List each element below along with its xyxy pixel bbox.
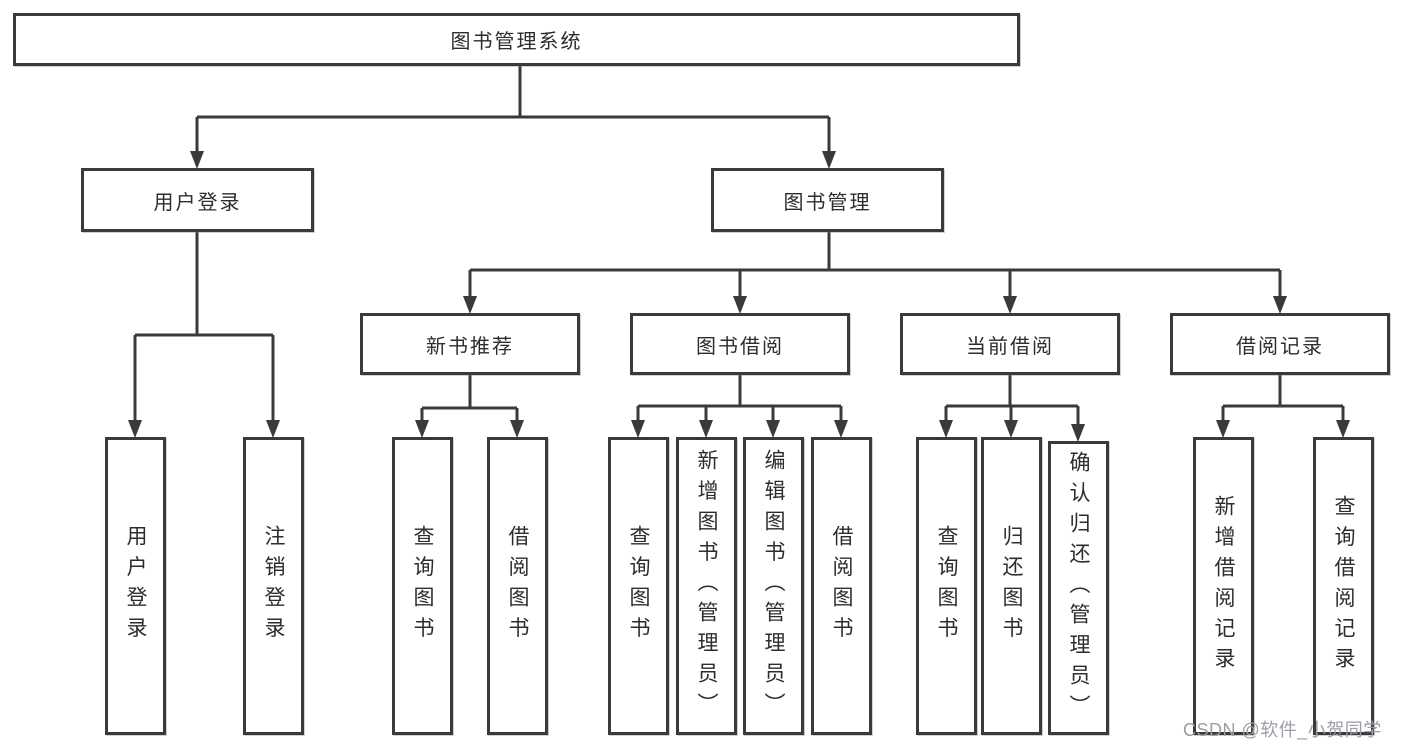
leaf-label: 归还图书 <box>1000 525 1023 647</box>
leaf-add-borrow-record: 新增借阅记录 <box>1193 437 1254 735</box>
leaf-query-borrow-record: 查询借阅记录 <box>1313 437 1374 735</box>
leaf-label: 新增图书（管理员） <box>695 448 718 724</box>
leaf-user-login: 用户登录 <box>105 437 166 735</box>
leaf-query-books: 查询图书 <box>392 437 453 735</box>
csdn-watermark: CSDN @软件_小贺同学 <box>1183 720 1382 740</box>
leaf-borrow-books: 借阅图书 <box>811 437 872 735</box>
node-label: 图书管理系统 <box>450 31 583 53</box>
node-label: 图书管理 <box>783 191 872 214</box>
leaf-label: 查询图书 <box>411 525 434 647</box>
leaf-label: 查询图书 <box>627 525 650 647</box>
leaf-label: 编辑图书（管理员） <box>762 448 785 724</box>
leaf-label: 注销登录 <box>262 525 285 647</box>
leaf-edit-books-admin: 编辑图书（管理员） <box>743 437 804 735</box>
leaf-query-books: 查询图书 <box>916 437 977 735</box>
leaf-label: 查询借阅记录 <box>1332 494 1355 678</box>
node-library-management-system: 图书管理系统 <box>13 13 1020 66</box>
leaf-borrow-books: 借阅图书 <box>487 437 548 735</box>
node-current-borrowing: 当前借阅 <box>900 313 1120 375</box>
node-label: 图书借阅 <box>696 335 784 358</box>
leaf-label: 借阅图书 <box>830 525 853 647</box>
node-user-login: 用户登录 <box>81 168 314 232</box>
node-book-borrowing: 图书借阅 <box>630 313 850 375</box>
leaf-label: 查询图书 <box>935 525 958 647</box>
node-label: 借阅记录 <box>1236 335 1324 358</box>
node-new-book-recommendation: 新书推荐 <box>360 313 580 375</box>
leaf-return-books: 归还图书 <box>981 437 1042 735</box>
node-book-management: 图书管理 <box>711 168 944 232</box>
leaf-label: 用户登录 <box>124 525 147 647</box>
leaf-confirm-return-admin: 确认归还（管理员） <box>1048 441 1109 735</box>
node-label: 当前借阅 <box>966 335 1054 358</box>
node-label: 用户登录 <box>153 191 242 214</box>
leaf-add-books-admin: 新增图书（管理员） <box>676 437 737 735</box>
leaf-label: 新增借阅记录 <box>1212 494 1235 678</box>
node-borrowing-records: 借阅记录 <box>1170 313 1390 375</box>
leaf-label: 借阅图书 <box>506 525 529 647</box>
leaf-logout: 注销登录 <box>243 437 304 735</box>
leaf-label: 确认归还（管理员） <box>1067 450 1090 726</box>
leaf-query-books: 查询图书 <box>608 437 669 735</box>
node-label: 新书推荐 <box>426 335 514 358</box>
